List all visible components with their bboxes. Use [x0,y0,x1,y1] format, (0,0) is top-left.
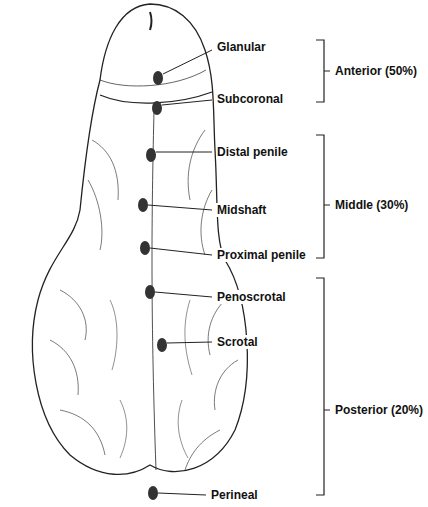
brackets [316,40,330,495]
location-label: Glanular [216,40,267,54]
penis-drawing [33,4,248,474]
opening-dots [138,71,167,500]
leader-lines [148,50,212,495]
location-label: Perineal [210,488,259,502]
region-label: Posterior (20%) [334,403,424,417]
location-label: Distal penile [216,145,289,159]
location-label: Subcoronal [216,92,284,106]
location-label: Proximal penile [216,248,307,262]
location-label: Midshaft [216,203,267,217]
location-label: Scrotal [216,335,259,349]
region-label: Anterior (50%) [334,64,418,78]
region-label: Middle (30%) [334,198,409,212]
location-label: Penoscrotal [216,290,287,304]
